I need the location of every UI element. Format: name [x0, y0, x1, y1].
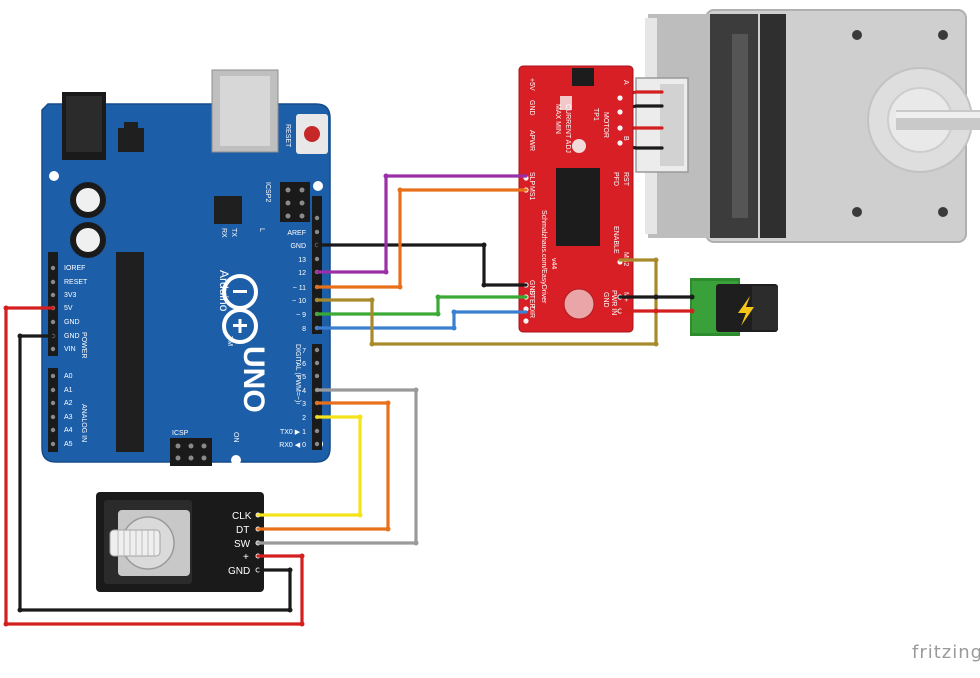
stepper-motor: [635, 9, 980, 243]
pin-a1: A1: [64, 387, 73, 394]
arduino-digital-header: DIGITAL (PWM=~): [294, 344, 301, 402]
ed-label-step: STEP: [528, 290, 535, 309]
ed-pwr-in: PWR IN: [610, 290, 617, 315]
encoder-dt-label: DT: [236, 525, 249, 536]
pin-5: ~ 5: [296, 374, 306, 381]
wire-5v: [4, 306, 304, 626]
ed-pfd: PFD: [612, 172, 619, 186]
pin-10: ~ 10: [292, 298, 306, 305]
driver-chip: [556, 168, 600, 246]
ed-tp1: TP1: [592, 108, 599, 121]
ed-label-slp: SLP: [528, 172, 535, 186]
arduino-analog-header: ANALOG IN: [80, 404, 87, 442]
ed-enable: ENABLE: [612, 226, 619, 254]
ed-aref: APWR: [528, 130, 535, 151]
pin-7: 7: [302, 348, 306, 355]
pin-a2: A2: [64, 400, 73, 407]
ed-label-gnd: GND: [528, 100, 535, 116]
pin-13: 13: [298, 257, 306, 264]
pin-gnd2: GND: [64, 333, 80, 340]
wire-11-ms2: [315, 258, 658, 346]
rotary-encoder: CLK DT SW + GND: [96, 492, 264, 592]
pin-4: 4: [302, 388, 306, 395]
wire-12-ms1: [315, 188, 528, 289]
wire-3-dt: [256, 401, 390, 531]
pin-12: 12: [298, 270, 306, 277]
pin-3: ~ 3: [296, 401, 306, 408]
wire-13-slp: [315, 174, 528, 274]
ed-label-ms1: MS1: [528, 186, 535, 201]
pin-1: TX0 ▶ 1: [280, 429, 306, 436]
lightning-icon: [738, 296, 754, 326]
pin-a4: A4: [64, 427, 73, 434]
easydriver-board: +5V GND SLP MS1 GND STEP DIR Schmalzhaus…: [518, 65, 634, 333]
wire-4-sw: [256, 388, 418, 545]
encoder-gnd-label: GND: [228, 566, 250, 577]
pin-aref: AREF: [287, 230, 306, 237]
pin-ioref: IOREF: [64, 265, 85, 272]
ed-label-5v: +5V: [528, 78, 535, 91]
arduino-icsp2-label: ICSP2: [264, 182, 271, 202]
ed-current-label: CURRENT ADJ: [564, 104, 571, 153]
arduino-logo: [222, 274, 258, 344]
pin-11: ~ 11: [293, 285, 306, 292]
wire-gnd-encoder: [18, 334, 292, 612]
wires: [4, 174, 694, 626]
wire-endpoints: [3, 173, 695, 627]
encoder-clk-label: CLK: [232, 511, 252, 522]
pin-5v: 5V: [64, 305, 73, 312]
arduino-icsp-label: ICSP: [172, 430, 189, 437]
pin-6: ~ 6: [296, 361, 306, 368]
ed-gnd-pwr: GND: [602, 292, 609, 308]
ed-maxmin: MAX MIN: [554, 104, 561, 134]
pin-reset: RESET: [64, 279, 88, 286]
pin-3v3: 3V3: [64, 292, 77, 299]
pin-gnd1: GND: [64, 319, 80, 326]
arduino-reset-label: RESET: [284, 124, 291, 148]
encoder-plus-label: +: [243, 552, 249, 563]
dc-power-jack: [690, 278, 778, 336]
ed-version: v44: [550, 258, 557, 269]
arduino-l-label: L: [258, 228, 265, 232]
arduino-model: UNO: [237, 346, 270, 413]
ed-url: Schmalzhaus.com/EasyDriver: [540, 210, 547, 304]
arduino-rx-label: RX: [220, 228, 227, 238]
wire-gnd-driver: [315, 243, 528, 287]
arduino-tm: TM: [226, 336, 233, 346]
fritzing-watermark: fritzing: [912, 642, 980, 663]
arduino-on-label: ON: [232, 432, 239, 443]
ed-label-gnd2: GND: [528, 280, 535, 296]
pin-a3: A3: [64, 414, 73, 421]
ed-a-label: A: [622, 80, 629, 85]
pin-a0: A0: [64, 373, 73, 380]
ed-motor-label: MOTOR: [602, 112, 609, 138]
ed-b-label: B: [622, 136, 629, 141]
wire-2-clk: [256, 415, 362, 517]
pin-0: RX0 ◀ 0: [279, 442, 306, 449]
pin-gnd-d: GND: [290, 243, 306, 250]
wire-8-dir: [315, 310, 528, 330]
ed-label-dir: DIR: [528, 306, 535, 318]
arduino-brand: Arduino: [217, 270, 231, 312]
pin-a5: A5: [64, 441, 73, 448]
pin-8: 8: [302, 326, 306, 333]
ed-rst: RST: [622, 172, 629, 187]
arduino-power-header: POWER: [80, 332, 87, 358]
arduino-tx-label: TX: [230, 228, 237, 237]
arduino-uno-board: Arduino UNO TM RESET ICSP2 ICSP TX RX L …: [41, 69, 331, 466]
pin-vin: VIN: [64, 346, 76, 353]
wire-9-step: [315, 295, 528, 316]
encoder-sw-label: SW: [234, 539, 251, 550]
pin-9: ~ 9: [296, 312, 306, 319]
pin-2: 2: [302, 415, 306, 422]
